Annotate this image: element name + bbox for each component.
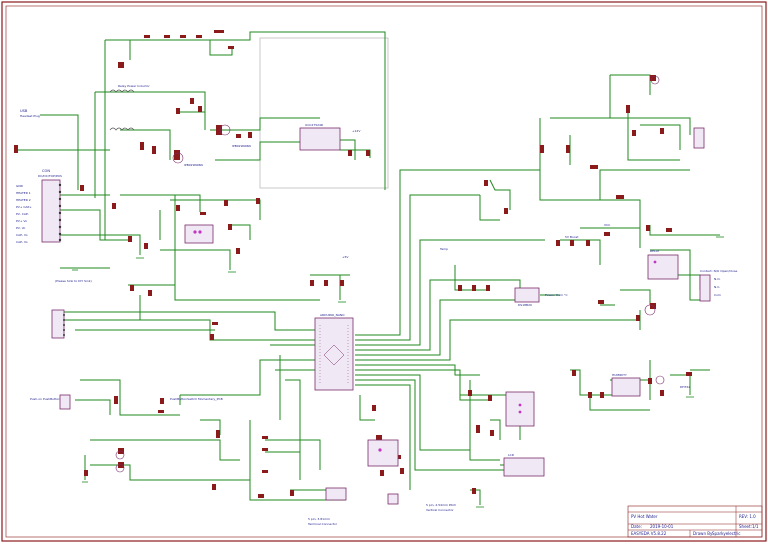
inner-frame xyxy=(5,5,763,538)
module-outline-top xyxy=(259,37,389,189)
relay-block xyxy=(647,254,679,280)
inductors xyxy=(109,89,135,131)
pin-7: CAP- Vo xyxy=(16,233,28,237)
connector-right-top xyxy=(693,127,705,149)
relay-desc: Contact: N/O Open/Close xyxy=(700,269,738,273)
rtc-block xyxy=(505,391,535,427)
ground-symbols xyxy=(70,236,724,508)
wires xyxy=(18,31,720,505)
date-value: 2019-10-01 xyxy=(650,524,674,529)
left-conn-label: CON xyxy=(42,169,50,173)
sheet-value: 1/1 xyxy=(752,524,759,529)
pin-4: PV- CAP- xyxy=(16,212,29,216)
screw-note-2: Terminal Connector xyxy=(307,522,338,526)
relay-contact-nc: N.C. xyxy=(714,285,720,289)
vcc-vcc: VCC xyxy=(604,223,610,227)
bottom-small-header xyxy=(387,493,399,505)
humidity-block xyxy=(611,377,641,397)
pin-3: PV+ CAP+ xyxy=(16,205,32,209)
pin-1: HEATER 1 xyxy=(16,191,31,195)
sheet-label: Sheet: xyxy=(739,524,752,529)
relay-terminal xyxy=(699,274,711,302)
usb-header-block xyxy=(51,309,65,339)
arduino-pins xyxy=(319,325,349,385)
chips xyxy=(41,127,711,505)
title-text: PV Hot Water xyxy=(631,514,658,519)
arduino-label: ARDUINO_NANO xyxy=(320,313,345,317)
mosfet-2-label: IPB029N06N xyxy=(184,163,203,167)
screw-note-1: 5 pin, 3.81mm xyxy=(308,517,330,521)
usb-label: USB xyxy=(20,109,28,113)
button-left-label: Push-on PushButton xyxy=(30,397,60,401)
lcd-label: LCD xyxy=(508,453,515,457)
text-labels: USB Headset Plug CON DC/DC/TOP/POS GND H… xyxy=(16,84,738,526)
current-sense-ic xyxy=(184,224,214,244)
temp-sensor-block xyxy=(514,287,540,303)
drawn-by: Sparkyelectric xyxy=(712,531,740,536)
title-block: PV Hot Water REV: 1.0 Date: 2019-10-01 S… xyxy=(627,505,763,538)
button-header-block xyxy=(59,394,71,410)
driver-ic-block xyxy=(299,127,341,151)
driver-ic-label: UCC27524D xyxy=(305,123,324,127)
pin-2: HEATER 2 xyxy=(16,198,31,202)
arduino-nano-block xyxy=(314,317,354,391)
left-connector-block xyxy=(41,179,61,243)
regulator-block xyxy=(367,439,399,467)
mosfet-1-label: IPB029N06N xyxy=(232,144,251,148)
company-text: EASYEDA V5.8.22 xyxy=(631,531,667,536)
date-label: Date: xyxy=(631,524,642,529)
bottom-header-block xyxy=(325,487,347,501)
right-sensor-label: DHT22 xyxy=(680,385,690,389)
usb-desc: Headset Plug xyxy=(20,114,40,118)
relay-contact-com: Com xyxy=(714,293,721,297)
markers xyxy=(115,75,665,473)
bottom-conn-label-2: Vertical Connector xyxy=(426,508,454,512)
pin-6: PV- Vo xyxy=(16,226,26,230)
pin-0: GND xyxy=(16,184,24,188)
hum-sensor-label: HUMIDITY xyxy=(612,373,627,377)
connector-pins xyxy=(58,183,65,336)
lcd-block xyxy=(503,457,545,477)
pin-5: PV+ Vo xyxy=(16,219,27,223)
mid-label: 5V Boost xyxy=(565,235,579,239)
vcc-5v: +5V xyxy=(342,255,349,259)
heater-note: (Please Sink to DIY Sink) xyxy=(55,279,92,283)
drawn-label: Drawn By: xyxy=(693,531,713,536)
relay-right-label: RELAY xyxy=(650,249,660,253)
vcc-12v: +12V xyxy=(352,129,361,133)
pin-8: CAP- Vo xyxy=(16,240,28,244)
relay-label: Relay Power Inductor xyxy=(118,84,150,88)
temp-label: Temp xyxy=(439,247,448,251)
temp-sensor-label: DS18B20 xyxy=(518,303,532,307)
button-desc: PushButtonSwitch Momentary_PCB xyxy=(170,397,223,401)
relay-contact-no: N.O. xyxy=(714,277,720,281)
rev-text: REV: 1.0 xyxy=(739,514,756,519)
left-conn-desc: DC/DC/TOP/POS xyxy=(38,174,62,178)
voltmeter-label: Power: Hum °C xyxy=(545,293,568,297)
components xyxy=(14,30,692,498)
bottom-conn-label: 5 pin, 2.54mm Pitch xyxy=(426,503,456,507)
